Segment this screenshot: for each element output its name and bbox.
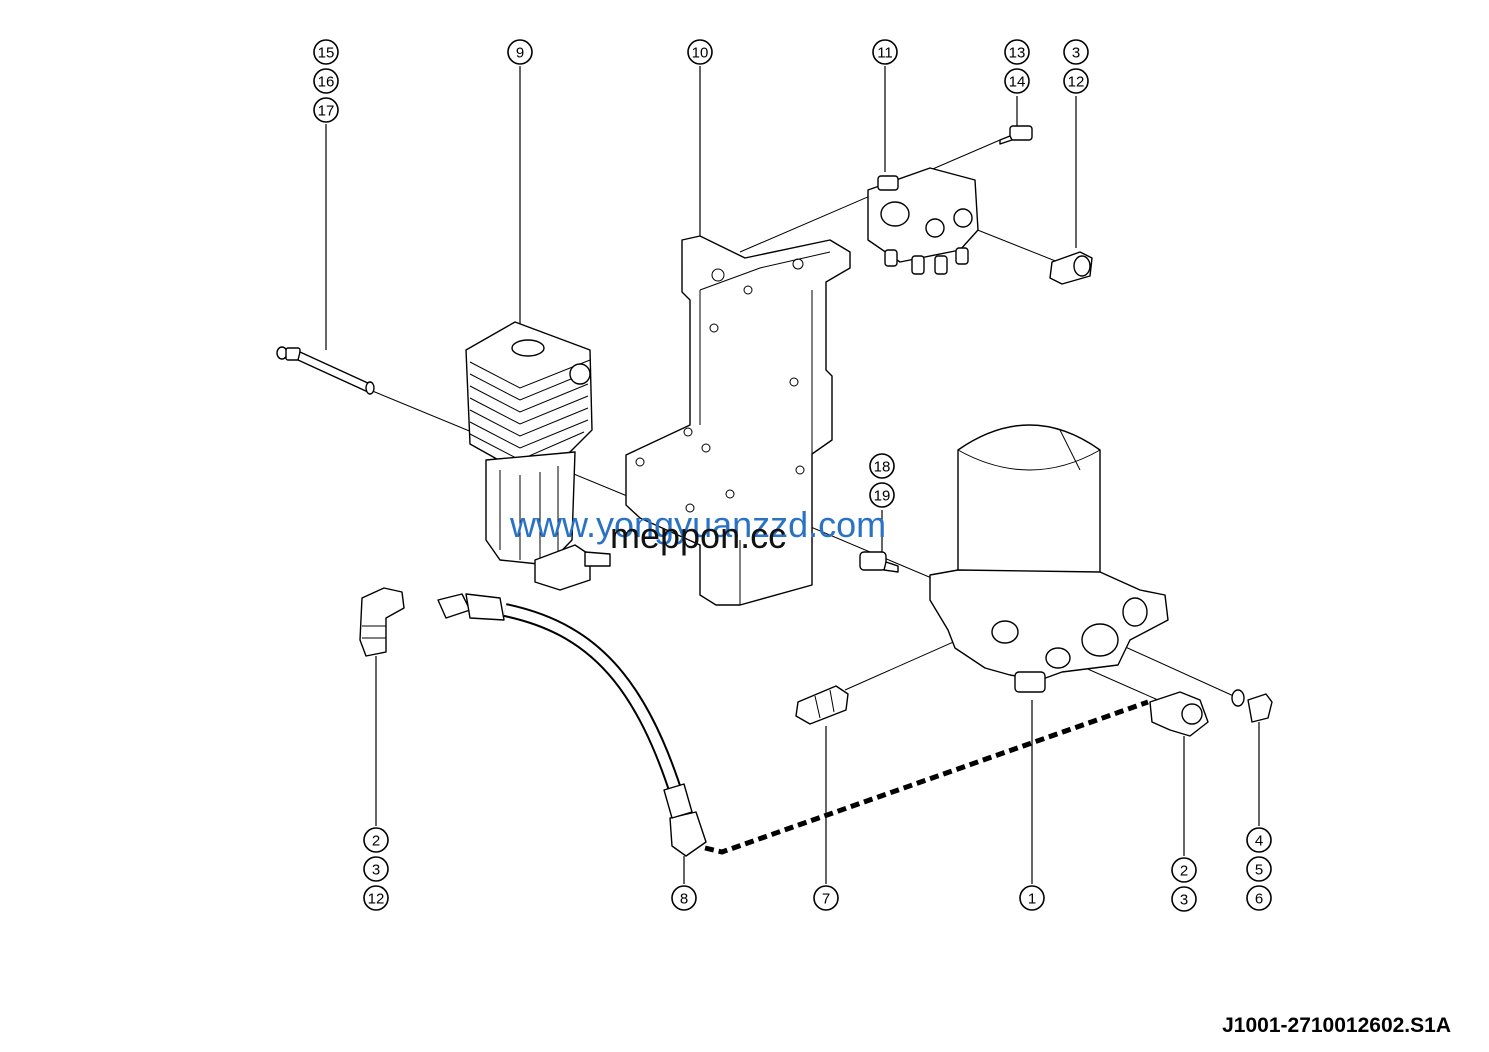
callout-circle (313, 97, 339, 123)
callout-group: 13 14 (1004, 39, 1030, 94)
callout-number: 13 (1009, 45, 1026, 62)
callout-number: 2 (372, 833, 380, 850)
callout-group: 11 (872, 39, 898, 65)
callout-circle (869, 482, 895, 508)
callout-number: 6 (1255, 891, 1263, 908)
callout-group: 4 5 6 (1246, 827, 1272, 911)
callout-circle (1004, 68, 1030, 94)
fitting-4-5-6 (1231, 689, 1273, 723)
callout-number: 8 (680, 891, 688, 908)
callout-circle (1063, 39, 1089, 65)
callout-group: 9 (507, 39, 533, 65)
air-dryer (929, 424, 1169, 693)
callout-circle (1246, 827, 1272, 853)
plug-top (1049, 251, 1093, 285)
callout-number: 3 (1180, 892, 1188, 909)
callout-circle (1246, 856, 1272, 882)
callout-circle (872, 39, 898, 65)
callout-circle (363, 856, 389, 882)
callout-circle (869, 453, 895, 479)
callout-circle (1246, 885, 1272, 911)
watermark-site: www.yongyuanzzd.com (509, 504, 886, 545)
callout-group: 23 (1171, 857, 1197, 912)
callout-circle (1063, 68, 1089, 94)
callout-number: 12 (368, 891, 385, 908)
small-bolt (999, 125, 1033, 145)
callout-circle (1171, 857, 1197, 883)
callout-group: 1 (1019, 885, 1045, 911)
callout-number: 2 (1180, 863, 1188, 880)
callout-number: 11 (877, 45, 893, 62)
callout-circle (813, 885, 839, 911)
callout-circle (671, 885, 697, 911)
callout-number: 16 (318, 74, 335, 91)
watermark-secondary: meppon.cc (610, 515, 786, 556)
callout-circle (1171, 886, 1197, 912)
mounting-bracket (625, 235, 851, 606)
callout-group: 3 12 (1063, 39, 1089, 94)
air-compressor (465, 321, 611, 591)
callout-group: 8 (671, 885, 697, 911)
callout-number: 1 (1028, 891, 1036, 908)
callout-circle (363, 827, 389, 853)
callout-group: 10 (687, 39, 713, 65)
callout-number: 9 (516, 45, 524, 62)
callout-number: 3 (1072, 45, 1080, 62)
elbow-fitting-right (1149, 691, 1209, 737)
callout-circle (507, 39, 533, 65)
document-number: J1001-2710012602.S1A (1222, 1014, 1451, 1037)
callout-circle (363, 885, 389, 911)
callout-number: 12 (1068, 74, 1085, 91)
callout-circle (687, 39, 713, 65)
callout-number: 15 (318, 45, 335, 62)
hose-8 (437, 593, 707, 857)
callout-number: 14 (1009, 74, 1026, 91)
callout-number: 4 (1255, 833, 1263, 850)
callout-number: 18 (874, 459, 891, 476)
callout-circle (1004, 39, 1030, 65)
watermark-layer: www.yongyuanzzd.com meppon.cc (509, 504, 886, 556)
callout-number: 3 (372, 862, 380, 879)
long-bolt (276, 346, 375, 395)
callout-group: 2 3 12 (363, 827, 389, 911)
callout-group: 15 16 17 (313, 39, 339, 123)
callout-circle (313, 39, 339, 65)
callout-number: 10 (692, 45, 709, 62)
callout-number: 17 (318, 103, 335, 120)
callout-number: 7 (822, 891, 830, 908)
fitting-7 (795, 685, 849, 725)
mounting-bolt (859, 551, 899, 573)
callout-circle (1019, 885, 1045, 911)
callout-group: 7 (813, 885, 839, 911)
callout-number: 5 (1255, 862, 1263, 879)
callout-number: 19 (874, 488, 891, 505)
elbow-fitting-left (359, 587, 405, 657)
callout-circle (313, 68, 339, 94)
protection-valve (867, 167, 979, 275)
